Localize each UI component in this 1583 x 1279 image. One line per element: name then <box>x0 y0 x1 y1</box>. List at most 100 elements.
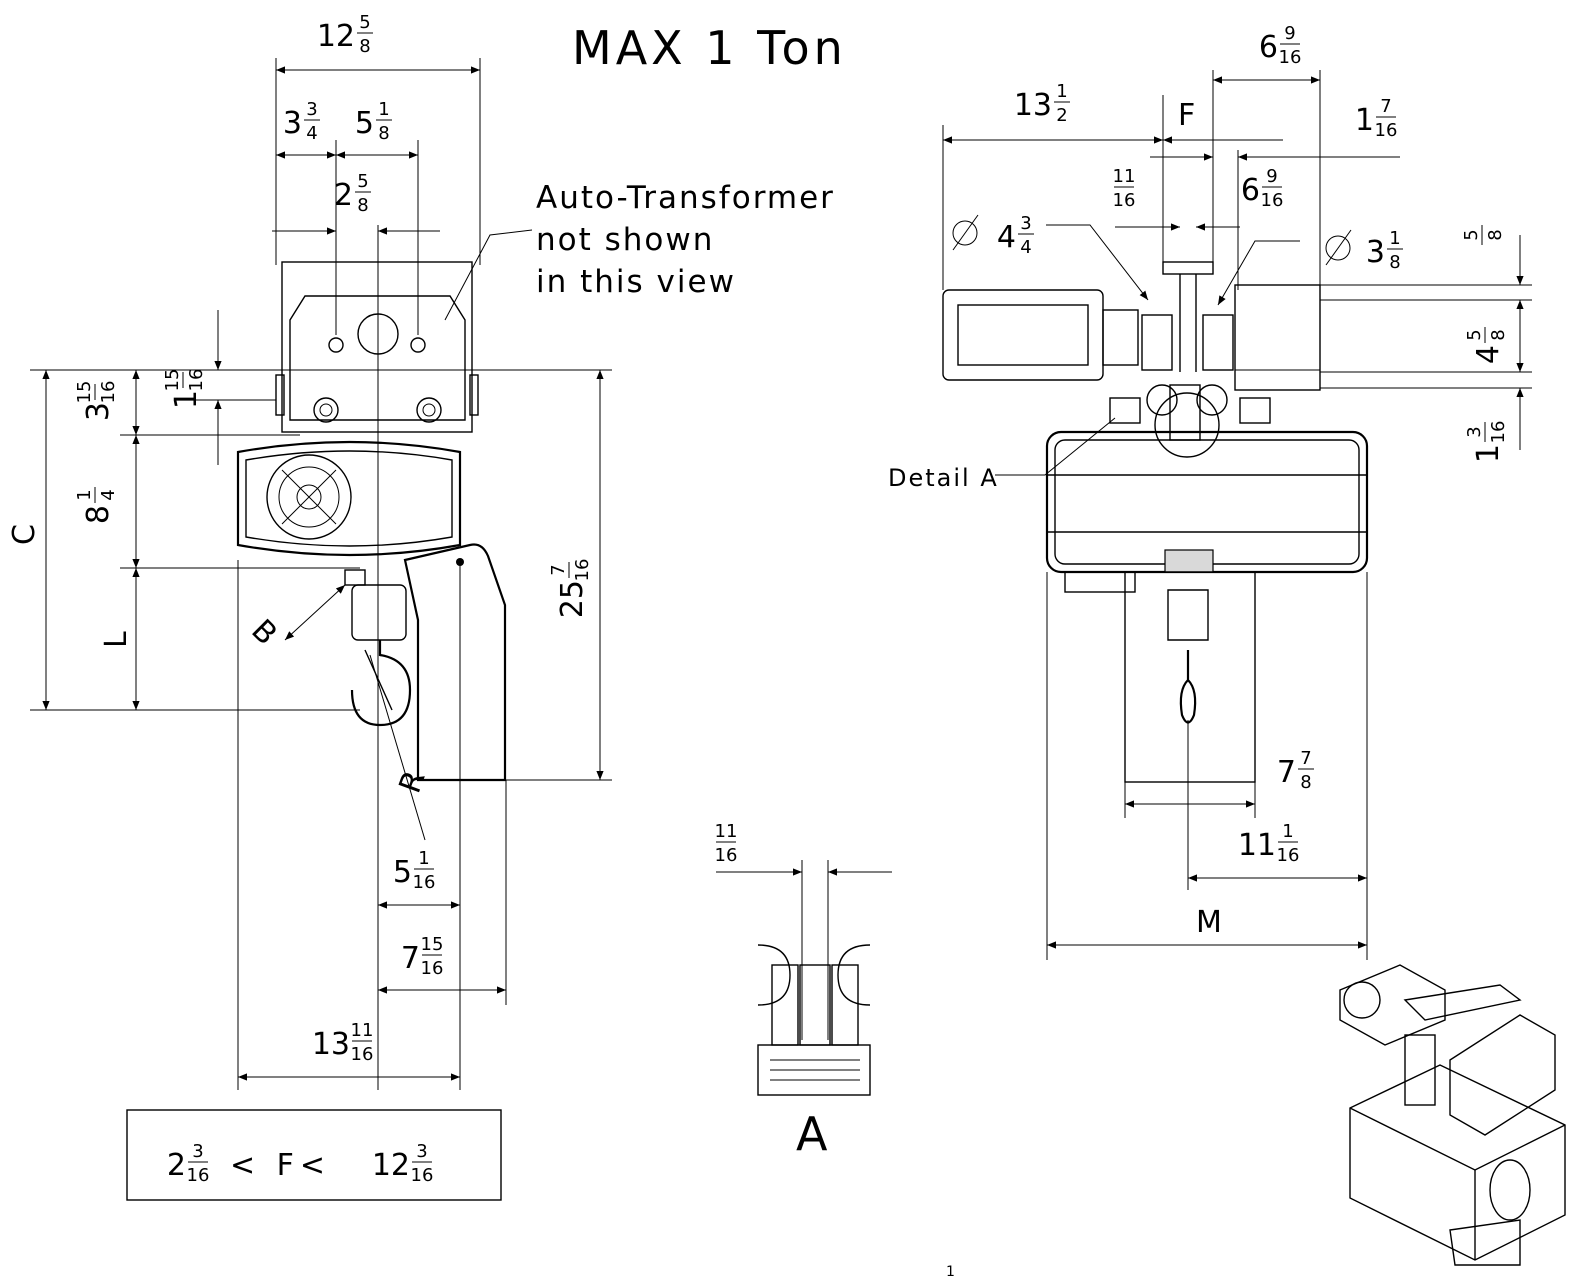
svg-text:16: 16 <box>1113 190 1136 211</box>
dim-dia-right: 3 1 8 <box>1325 228 1403 273</box>
side-view <box>942 261 1369 783</box>
svg-text:16: 16 <box>715 845 738 866</box>
svg-text:3: 3 <box>1366 235 1385 270</box>
section-label: A <box>796 1107 828 1161</box>
dim-side-right: 1 7 16 <box>1355 96 1398 141</box>
svg-text:8: 8 <box>81 505 116 524</box>
note-line-2: not shown <box>536 222 714 258</box>
svg-text:11: 11 <box>1113 166 1136 187</box>
side-dimensions <box>942 70 1532 960</box>
dim-right-b: 4 5 8 <box>1464 327 1509 364</box>
svg-text:8: 8 <box>378 123 389 144</box>
dim-height-total: 25 7 16 <box>548 559 593 619</box>
svg-text:3: 3 <box>81 402 116 421</box>
label-l: L <box>99 631 134 648</box>
svg-text:1: 1 <box>1471 444 1506 463</box>
diameter-icon <box>952 220 978 246</box>
svg-text:1: 1 <box>418 848 429 869</box>
svg-text:7: 7 <box>1380 96 1391 117</box>
side-dimension-labels: 13 1 2 F 6 9 16 1 7 16 11 16 6 9 16 <box>888 23 1509 940</box>
dim-side-left: 13 1 2 <box>1014 81 1070 126</box>
svg-text:16: 16 <box>1375 120 1398 141</box>
svg-text:4: 4 <box>98 489 119 500</box>
svg-text:4: 4 <box>306 123 317 144</box>
svg-text:5: 5 <box>357 171 368 192</box>
svg-text:5: 5 <box>1464 329 1485 340</box>
label-m: M <box>1196 905 1222 940</box>
svg-text:1: 1 <box>1355 103 1374 138</box>
dim-side-lower-a: 7 7 8 <box>1277 748 1314 793</box>
range-mid: < F< <box>230 1148 331 1183</box>
front-view <box>236 261 507 782</box>
dim-detail: 11 16 <box>715 821 738 866</box>
svg-text:11: 11 <box>351 1020 374 1041</box>
svg-text:5: 5 <box>393 855 412 890</box>
svg-text:8: 8 <box>357 195 368 216</box>
motor-icon <box>942 289 1104 381</box>
drawing-title: MAX 1 Ton <box>572 21 847 75</box>
svg-text:1: 1 <box>378 99 389 120</box>
svg-text:2: 2 <box>1056 105 1067 126</box>
range-box: 2 3 16 < F< 12 3 16 <box>126 1109 502 1201</box>
svg-text:15: 15 <box>74 381 95 404</box>
svg-text:8: 8 <box>1300 772 1311 793</box>
svg-text:1: 1 <box>74 489 95 500</box>
svg-text:1: 1 <box>1389 228 1400 249</box>
svg-text:9: 9 <box>1266 166 1277 187</box>
svg-text:6: 6 <box>1241 173 1260 208</box>
svg-text:4: 4 <box>1471 345 1506 364</box>
dim-side-mid: 6 9 16 <box>1241 166 1284 211</box>
dim-bottom-c: 13 11 16 <box>312 1020 374 1065</box>
svg-text:16: 16 <box>1261 190 1284 211</box>
svg-text:8: 8 <box>1488 329 1509 340</box>
svg-text:11: 11 <box>1238 828 1276 863</box>
dim-top-mid: 5 1 8 <box>355 99 392 144</box>
note-line-3: in this view <box>536 264 736 300</box>
svg-text:4: 4 <box>997 220 1016 255</box>
svg-text:11: 11 <box>715 821 738 842</box>
range-low: 2 3 16 <box>167 1141 210 1186</box>
svg-text:16: 16 <box>411 1165 434 1186</box>
auto-transformer-note: Auto-Transformer not shown in this view <box>536 180 835 300</box>
svg-text:7: 7 <box>1277 755 1296 790</box>
motor-end-icon <box>1343 981 1381 1019</box>
svg-text:2: 2 <box>334 178 353 213</box>
svg-text:8: 8 <box>1389 252 1400 273</box>
detail-a-circle <box>1154 392 1220 458</box>
svg-text:1: 1 <box>1282 821 1293 842</box>
svg-text:1: 1 <box>1056 81 1067 102</box>
svg-text:3: 3 <box>1464 426 1485 437</box>
svg-text:15: 15 <box>421 934 444 955</box>
dim-bottom-b: 7 15 16 <box>401 934 444 979</box>
dim-bottom-a: 5 1 16 <box>393 848 436 893</box>
svg-text:8: 8 <box>1485 229 1506 240</box>
dim-left-a: 3 15 16 <box>74 381 119 422</box>
svg-text:2: 2 <box>167 1148 186 1183</box>
svg-text:12: 12 <box>317 19 355 54</box>
svg-text:1: 1 <box>169 390 204 409</box>
svg-text:5: 5 <box>1461 229 1482 240</box>
svg-text:13: 13 <box>1014 88 1052 123</box>
note-line-1: Auto-Transformer <box>536 180 835 216</box>
svg-text:3: 3 <box>416 1141 427 1162</box>
svg-text:12: 12 <box>372 1148 410 1183</box>
label-b: B <box>244 613 283 652</box>
dim-top-width: 12 5 8 <box>317 12 373 57</box>
dim-right-c: 1 3 16 <box>1464 421 1509 464</box>
svg-text:16: 16 <box>421 958 444 979</box>
dim-top-center: 2 5 8 <box>334 171 371 216</box>
svg-text:16: 16 <box>572 559 593 582</box>
svg-text:16: 16 <box>413 872 436 893</box>
front-dimension-labels: 12 5 8 3 3 4 5 1 8 2 5 8 3 15 16 <box>7 12 593 1065</box>
svg-text:16: 16 <box>1277 845 1300 866</box>
svg-text:7: 7 <box>548 564 569 575</box>
svg-text:16: 16 <box>98 381 119 404</box>
label-c: C <box>7 524 42 545</box>
diameter-icon <box>1325 235 1351 261</box>
isometric-view <box>1339 964 1566 1266</box>
svg-text:3: 3 <box>192 1141 203 1162</box>
label-r: R <box>393 766 433 798</box>
svg-text:5: 5 <box>355 106 374 141</box>
svg-text:7: 7 <box>401 941 420 976</box>
